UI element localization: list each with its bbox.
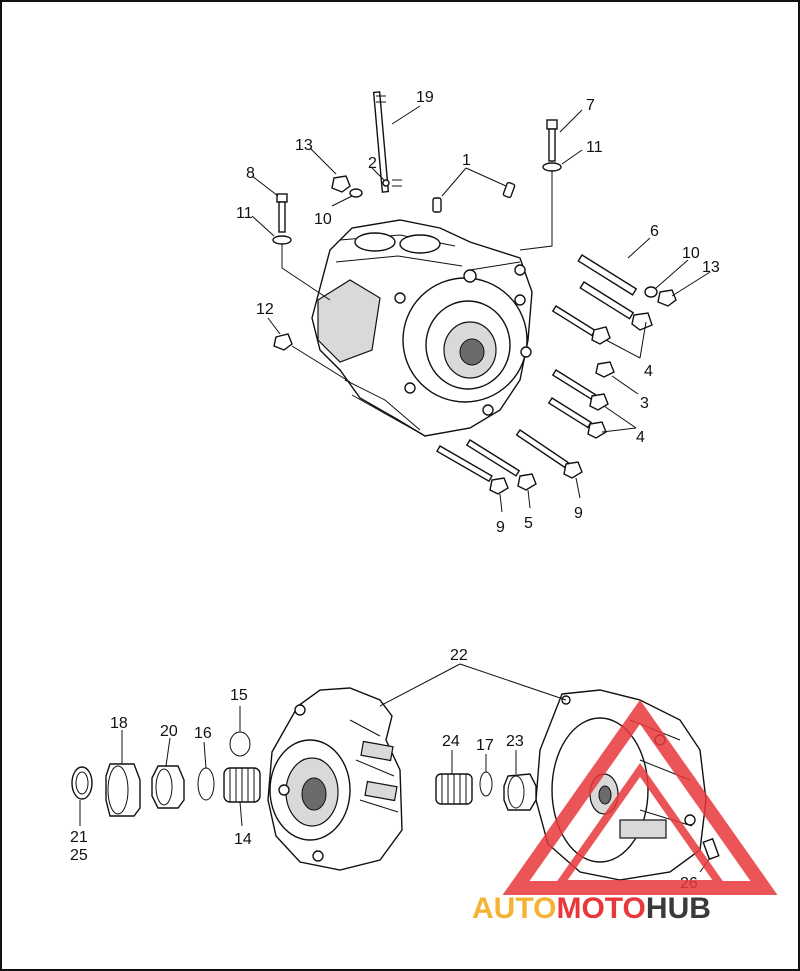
callout-5: 5 xyxy=(524,515,533,532)
callout-21: 21 xyxy=(70,829,88,846)
callout-4-lower: 4 xyxy=(636,429,645,446)
watermark-auto: AUTO xyxy=(472,892,556,925)
upper-crankcase-assembly: 19 2 1 13 8 11 10 7 11 12 6 10 13 4 3 4 … xyxy=(236,89,720,536)
callout-17: 17 xyxy=(476,737,494,754)
callout-23: 23 xyxy=(506,733,524,750)
callout-7: 7 xyxy=(586,97,595,114)
watermark-logo xyxy=(502,699,778,895)
callout-14: 14 xyxy=(234,831,252,848)
callout-20: 20 xyxy=(160,723,178,740)
callout-15: 15 xyxy=(230,687,248,704)
callout-8: 8 xyxy=(246,165,255,182)
callout-25: 25 xyxy=(70,847,88,864)
callout-4-upper: 4 xyxy=(644,363,653,380)
callout-16: 16 xyxy=(194,725,212,742)
callout-1: 1 xyxy=(462,152,471,169)
watermark-moto: MOTO xyxy=(556,892,645,925)
callout-18: 18 xyxy=(110,715,128,732)
callout-22: 22 xyxy=(450,647,468,664)
watermark-text: AUTOMOTOHUB xyxy=(472,892,711,925)
callout-2: 2 xyxy=(368,155,377,172)
callout-12: 12 xyxy=(256,301,274,318)
callout-9-right: 9 xyxy=(574,505,583,522)
callout-13-left: 13 xyxy=(295,137,313,154)
callout-11-left: 11 xyxy=(236,205,253,222)
callout-6: 6 xyxy=(650,223,659,240)
callout-3: 3 xyxy=(640,395,649,412)
callout-10-right: 10 xyxy=(682,245,700,262)
callout-24: 24 xyxy=(442,733,460,750)
callout-9-left: 9 xyxy=(496,519,505,536)
callout-19: 19 xyxy=(416,89,434,106)
callout-11-right: 11 xyxy=(586,139,603,156)
callout-10-left: 10 xyxy=(314,211,332,228)
callout-13-right: 13 xyxy=(702,259,720,276)
watermark-hub: HUB xyxy=(646,892,711,925)
